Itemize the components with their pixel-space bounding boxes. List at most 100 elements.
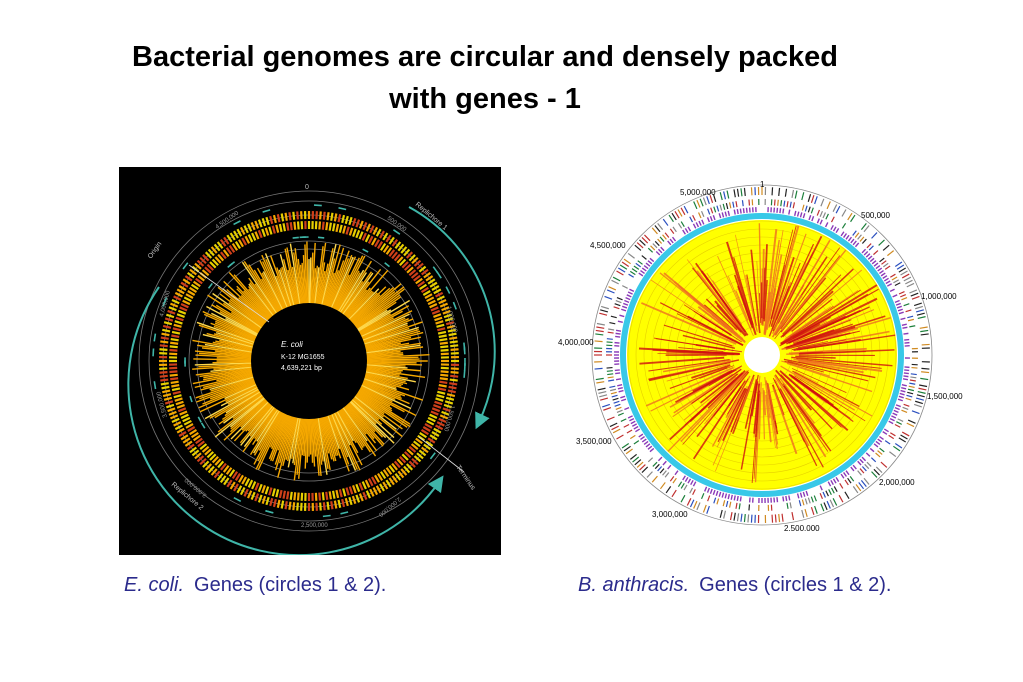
banth-gene-tick bbox=[880, 461, 888, 468]
origin-pointer-line bbox=[188, 264, 270, 323]
banth-comparison-ray bbox=[733, 257, 754, 326]
ecoli-gene-tick bbox=[187, 271, 195, 279]
ecoli-skew-ray bbox=[337, 269, 365, 314]
ecoli-skew-ray bbox=[219, 293, 265, 328]
ecoli-skew-ray bbox=[363, 336, 421, 351]
ecoli-gene-tick bbox=[160, 382, 169, 386]
ecoli-gene-tick bbox=[435, 397, 444, 402]
banth-comparison-ray bbox=[717, 255, 754, 337]
ecoli-skew-ray bbox=[352, 290, 396, 327]
ecoli-gene-tick bbox=[288, 212, 292, 221]
ecoli-skew-ray bbox=[195, 367, 254, 376]
banth-comparison-ray bbox=[780, 247, 841, 330]
ecoli-skew-ray bbox=[217, 394, 266, 433]
banth-gene-tick bbox=[791, 512, 795, 521]
banth-gene-tick bbox=[773, 199, 776, 206]
ecoli-gene-tick bbox=[374, 239, 380, 248]
ecoli-skew-ray bbox=[254, 283, 278, 316]
banth-gene-tick bbox=[907, 388, 915, 392]
ecoli-gene-tick bbox=[382, 244, 390, 253]
banth-gene-tick bbox=[627, 252, 635, 259]
ecoli-gene-tick bbox=[439, 414, 449, 420]
banth-gene-tick bbox=[881, 260, 887, 265]
ecoli-skew-ray bbox=[261, 261, 286, 311]
ecoli-skew-ray bbox=[302, 255, 307, 306]
banth-comparison-ray bbox=[762, 267, 766, 326]
banth-gene-tick bbox=[907, 391, 914, 395]
ecoli-skew-ray bbox=[351, 396, 380, 421]
ecoli-skew-ray bbox=[364, 370, 408, 380]
ecoli-gene-tick bbox=[352, 485, 357, 494]
banth-purple-tick bbox=[901, 386, 907, 390]
banth-gene-tick bbox=[600, 397, 609, 401]
banth-label-4500000: 4,500,000 bbox=[590, 241, 626, 250]
banth-purple-tick bbox=[901, 323, 907, 326]
ecoli-gene-tick bbox=[337, 499, 342, 508]
ecoli-skew-ray bbox=[340, 406, 377, 457]
ecoli-skew-ray bbox=[316, 416, 324, 462]
banth-gene-tick bbox=[822, 212, 826, 219]
banth-gene-tick bbox=[610, 391, 617, 395]
banth-gene-tick bbox=[626, 429, 633, 434]
ecoli-skew-ray bbox=[271, 412, 288, 450]
ecoli-skew-ray bbox=[333, 410, 363, 466]
ecoli-skew-ray bbox=[359, 317, 406, 339]
ecoli-skew-ray bbox=[319, 415, 330, 454]
ecoli-gene-tick bbox=[175, 400, 184, 406]
ecoli-gene-tick bbox=[422, 426, 431, 432]
banth-purple-tick bbox=[894, 406, 900, 411]
banth-gene-tick bbox=[672, 226, 677, 233]
ecoli-skew-ray bbox=[342, 405, 378, 452]
ecoli-skew-ray bbox=[363, 371, 406, 383]
ecoli-skew-ray bbox=[219, 310, 261, 335]
banth-gene-tick bbox=[859, 468, 865, 474]
ecoli-skew-ray bbox=[348, 400, 387, 439]
ecoli-skew-ray bbox=[195, 377, 256, 399]
ecoli-gene-tick bbox=[233, 230, 239, 239]
ecoli-gene-tick bbox=[173, 295, 182, 301]
ecoli-gene-tick bbox=[250, 221, 256, 231]
ecoli-skew-ray bbox=[362, 374, 402, 387]
ecoli-gene-tick bbox=[204, 463, 213, 471]
banth-comparison-ray bbox=[753, 383, 761, 434]
ecoli-gene-tick bbox=[207, 465, 215, 474]
banth-gene-tick bbox=[919, 384, 928, 388]
ecoli-gene-tick bbox=[209, 261, 217, 269]
ecoli-skew-ray bbox=[229, 298, 266, 328]
ecoli-gene-tick bbox=[382, 481, 389, 490]
ecoli-ring-outline bbox=[138, 190, 480, 532]
banth-gene-tick bbox=[864, 463, 870, 470]
ecoli-skew-ray bbox=[350, 397, 383, 425]
ecoli-center-species: E. coli bbox=[281, 340, 303, 349]
banth-gene-tick bbox=[709, 195, 714, 204]
banth-gene-tick bbox=[909, 379, 916, 382]
banth-comparison-ray bbox=[667, 371, 746, 452]
banth-inner-ring bbox=[643, 236, 881, 474]
ecoli-skew-ray bbox=[352, 394, 397, 430]
ecoli-skew-ray bbox=[249, 404, 276, 437]
ecoli-skew-ray bbox=[218, 392, 264, 425]
ecoli-skew-ray bbox=[278, 269, 293, 308]
banthracis-genome-svg: 1 500,000 1,000,000 1,500,000 2,000,000 … bbox=[558, 180, 963, 533]
ecoli-gene-tick bbox=[185, 423, 194, 429]
ecoli-skew-ray bbox=[215, 320, 258, 340]
banth-purple-tick bbox=[623, 302, 629, 306]
banth-gene-tick bbox=[600, 309, 609, 313]
banth-gene-tick bbox=[877, 450, 883, 455]
banth-purple-tick bbox=[802, 491, 806, 497]
banth-purple-tick bbox=[865, 452, 871, 457]
ecoli-skew-ray bbox=[194, 350, 254, 357]
ecoli-gene-tick bbox=[342, 225, 347, 234]
banth-comparison-ray bbox=[746, 274, 757, 326]
banth-gene-tick bbox=[702, 504, 707, 513]
ecoli-gene-tick bbox=[417, 434, 426, 442]
ecoli-gene-tick bbox=[400, 246, 408, 254]
ecoli-skew-ray bbox=[252, 407, 279, 445]
banth-gene-tick bbox=[894, 282, 901, 287]
ecoli-gene-tick bbox=[172, 327, 181, 332]
banth-comparison-ray bbox=[774, 294, 803, 336]
ecoli-gene-tick bbox=[185, 293, 194, 299]
ecoli-gene-tick bbox=[286, 222, 290, 231]
ecoli-gene-tick bbox=[189, 286, 198, 293]
ecoli-gene-tick bbox=[413, 455, 422, 463]
